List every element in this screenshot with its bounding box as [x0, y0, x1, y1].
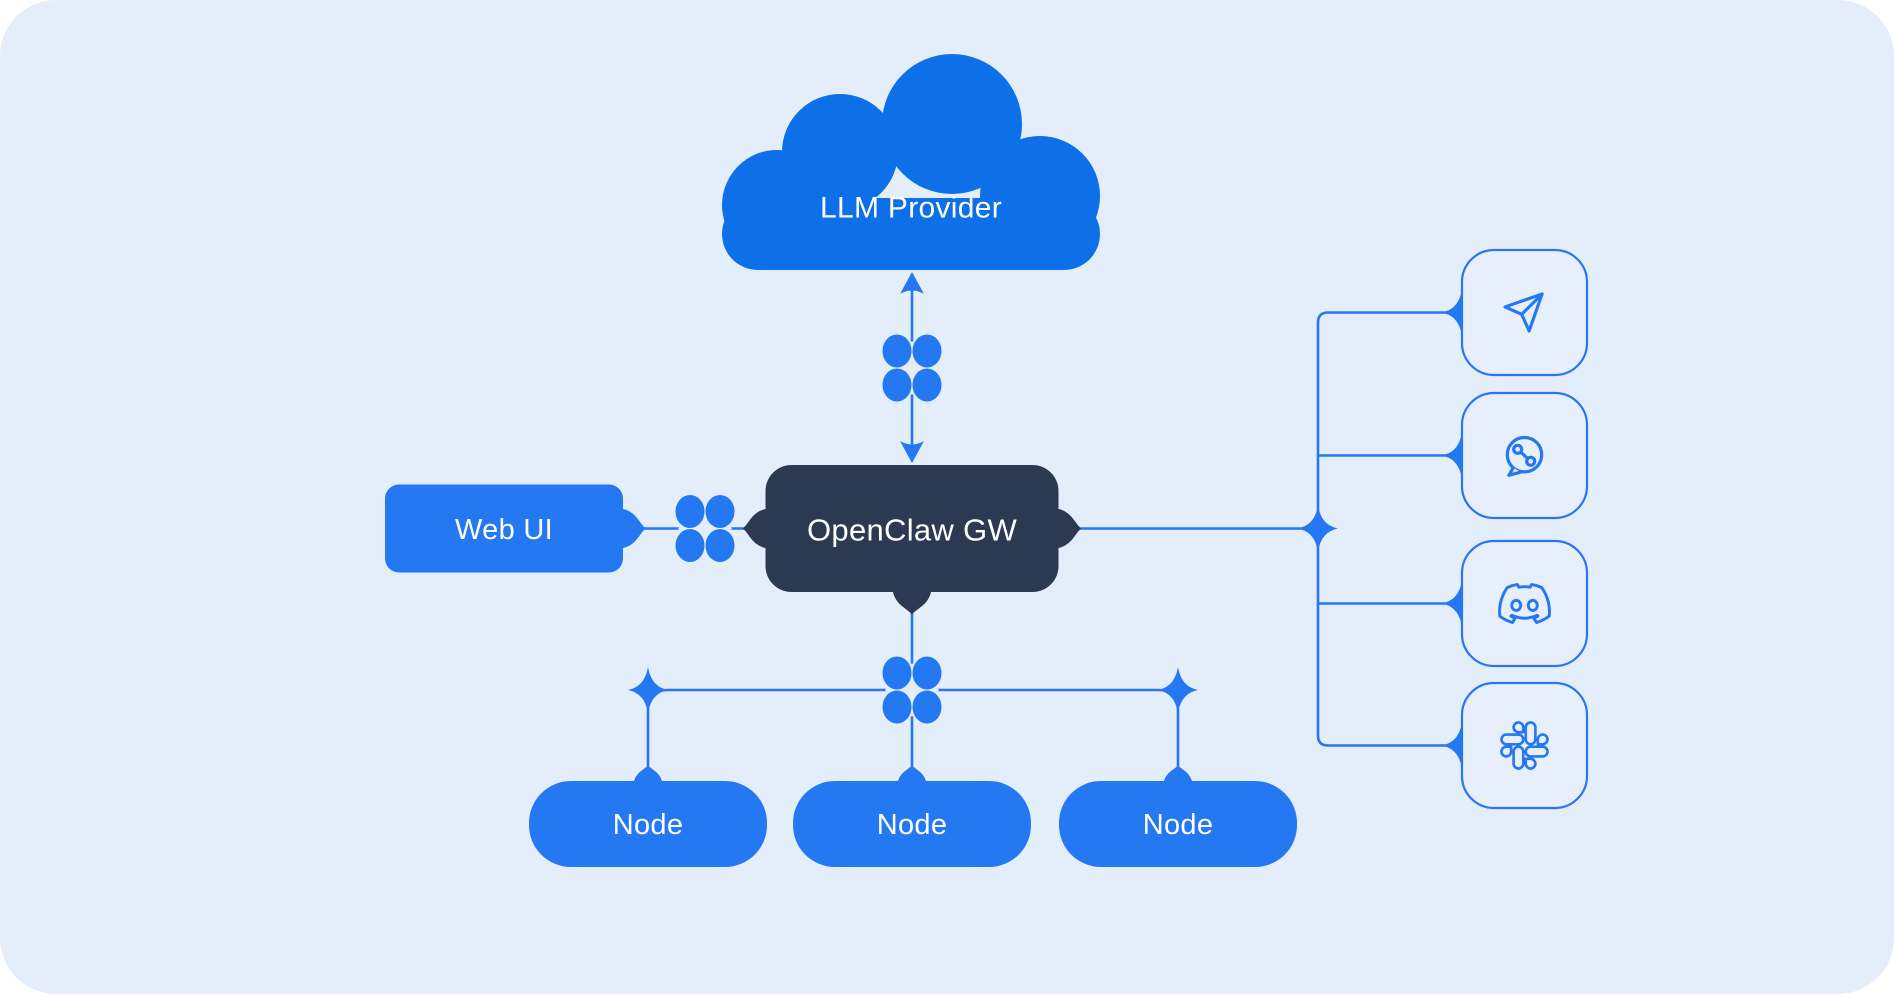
- arrowhead-down-icon: [900, 441, 924, 463]
- node-1-box: [529, 781, 767, 867]
- llm-provider-label: LLM Provider: [820, 192, 1002, 225]
- node-2-box: [793, 781, 1031, 867]
- channel-card-slack: [1460, 681, 1589, 810]
- web-ui-box: [385, 484, 623, 573]
- llm-provider-node: LLM Provider: [722, 54, 1100, 270]
- arrowhead-up-icon: [900, 272, 924, 294]
- node-3-label: Node: [1143, 809, 1214, 841]
- sparkle-icon: [1158, 667, 1198, 713]
- telegram-icon: [1503, 292, 1544, 333]
- clover-connectors: [675, 334, 942, 724]
- node-3-funnel: [1164, 765, 1192, 781]
- channel-cards: [1460, 248, 1589, 810]
- web-ui-connector-funnel: [623, 509, 646, 548]
- discord-icon: [1498, 583, 1551, 624]
- gateway-bottom-funnel: [893, 592, 931, 615]
- node-1-label: Node: [613, 809, 684, 841]
- sparkle-icon: [628, 667, 668, 713]
- node-1-funnel: [634, 765, 662, 781]
- clover-icon: [882, 656, 942, 724]
- channel-card-discord: [1460, 539, 1589, 668]
- node-2-funnel: [898, 765, 926, 781]
- web-ui-label: Web UI: [455, 514, 553, 546]
- clover-icon: [675, 495, 735, 562]
- gateway-right-funnel: [1058, 509, 1082, 548]
- cloud-shape: [722, 54, 1100, 270]
- whatsapp-icon: [1505, 435, 1544, 477]
- sparkle-icon: [1298, 505, 1338, 552]
- gateway-label: OpenClaw GW: [807, 513, 1017, 548]
- worker-nodes: Node Node Node: [529, 765, 1297, 867]
- node-2-label: Node: [877, 809, 948, 841]
- gateway-left-funnel: [742, 509, 766, 548]
- web-ui-node: Web UI: [385, 484, 646, 573]
- clover-icon: [882, 334, 942, 402]
- slack-icon: [1500, 721, 1549, 770]
- gateway-box: [765, 465, 1059, 592]
- gateway-node: OpenClaw GW: [742, 465, 1082, 615]
- node-3-box: [1059, 781, 1297, 867]
